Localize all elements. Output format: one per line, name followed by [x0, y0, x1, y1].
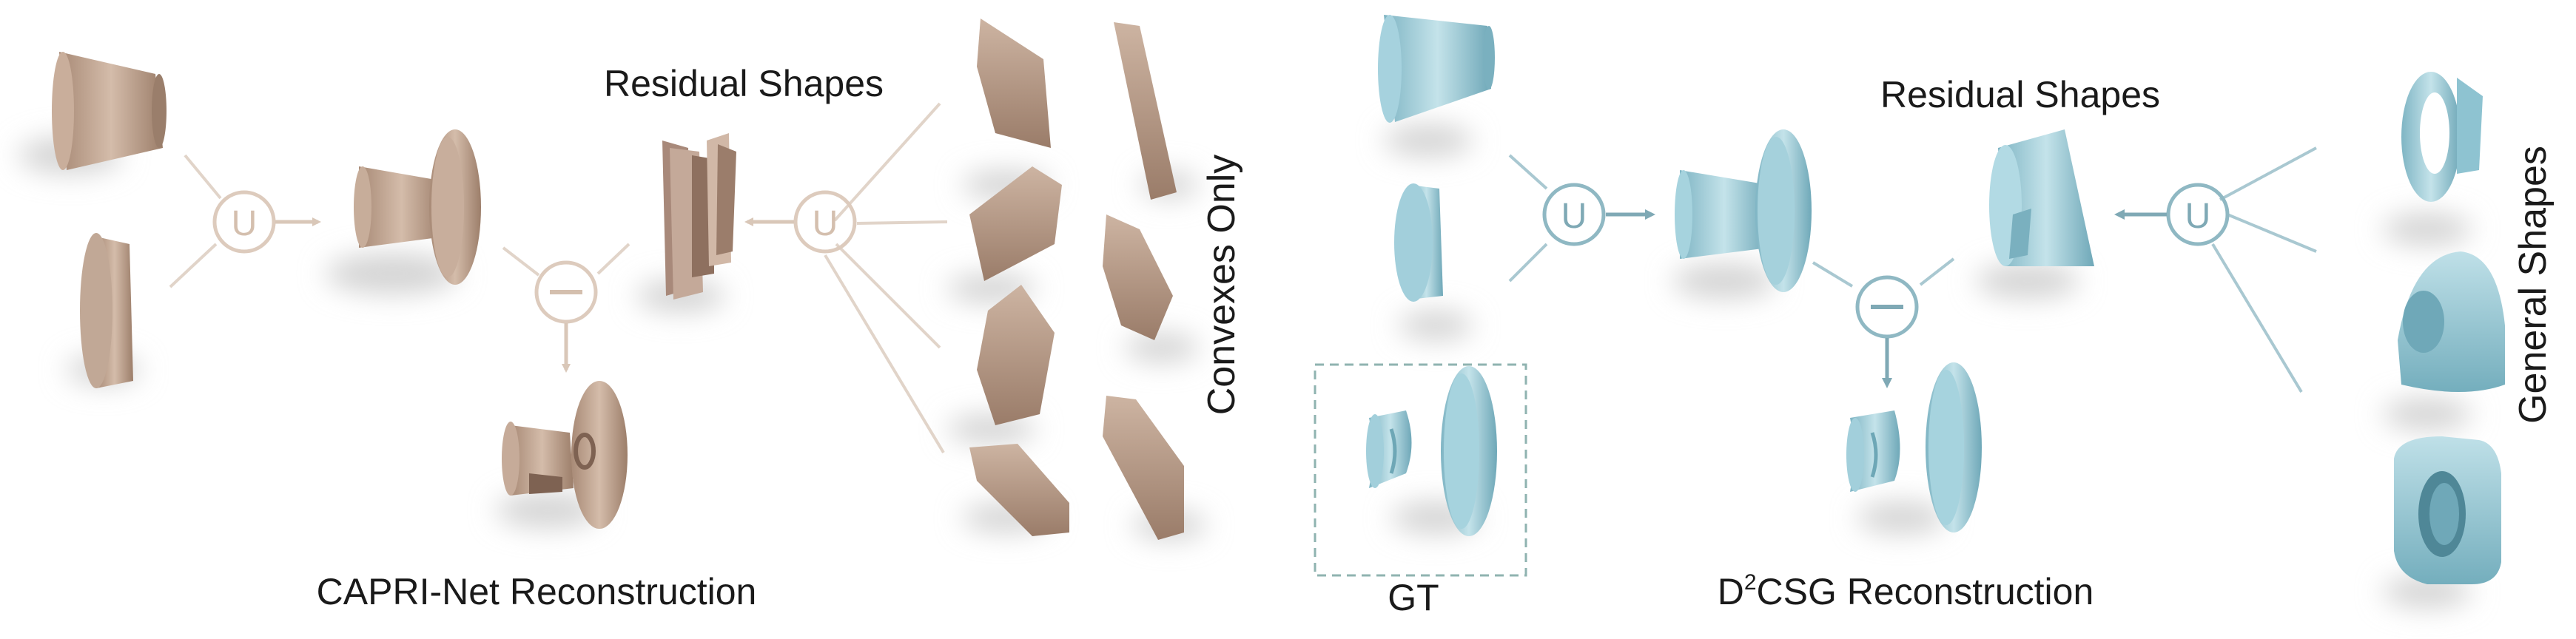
- d2csg-minus-operator: [1855, 275, 1919, 388]
- convex-primitive: [1114, 22, 1177, 200]
- capri-reconstruction-shape: [502, 381, 628, 529]
- convex-primitive: [977, 285, 1055, 425]
- d2csg-union-operator: U: [1542, 183, 1655, 246]
- d2csg-connector-lines: [1508, 146, 2317, 393]
- capri-connector-lines: [169, 102, 948, 454]
- convex-primitive: [969, 166, 1062, 281]
- capri-residual-shape: [662, 133, 736, 300]
- d2csg-panel: U U: [1314, 15, 2555, 618]
- convex-primitive: [1103, 214, 1173, 340]
- capri-primitives-label: Convexes Only: [1200, 155, 1243, 416]
- capri-union-symbol-2: U: [813, 204, 838, 243]
- d2csg-recon-suffix: CSG Reconstruction: [1757, 571, 2094, 612]
- d2csg-union-result: [1675, 129, 1812, 292]
- capri-frustum-shape: [52, 52, 167, 170]
- d2csg-recon-sup: 2: [1744, 570, 1757, 595]
- capri-panel: U U: [19, 18, 1243, 612]
- gt-shape: [1366, 366, 1497, 536]
- capri-minus-operator: [534, 260, 598, 373]
- d2csg-residual-shape: [1989, 129, 2094, 266]
- d2csg-reconstruction-label: D2CSG Reconstruction: [1718, 570, 2094, 612]
- d2csg-union-symbol-2: U: [2185, 197, 2211, 236]
- d2csg-disk-shape: [1394, 183, 1443, 302]
- gt-box: [1314, 363, 1527, 577]
- gt-label: GT: [1388, 577, 1439, 618]
- capri-disk-shape: [80, 233, 133, 388]
- capri-union-symbol: U: [232, 204, 258, 243]
- convex-primitive: [969, 444, 1069, 536]
- box-ring-primitive: [2394, 436, 2501, 584]
- d2csg-union-operator-2: U: [2114, 183, 2230, 246]
- capri-reconstruction-label: CAPRI-Net Reconstruction: [317, 571, 757, 612]
- d2csg-residual-label: Residual Shapes: [1880, 74, 2160, 115]
- d2csg-frustum-shape: [1378, 15, 1495, 123]
- capri-union-operator: U: [212, 190, 321, 254]
- convex-primitive: [977, 18, 1051, 148]
- capri-residual-label: Residual Shapes: [604, 63, 884, 104]
- capri-union-operator-2: U: [744, 190, 857, 254]
- d2csg-primitives-label: General Shapes: [2512, 146, 2555, 424]
- convex-primitive: [1103, 396, 1184, 540]
- capri-convex-primitives: [969, 18, 1184, 540]
- d2csg-union-symbol: U: [1561, 197, 1587, 236]
- d2csg-recon-prefix: D: [1718, 571, 1744, 612]
- d2csg-general-primitives: [2394, 72, 2505, 584]
- d2csg-reconstruction-shape: [1846, 362, 1982, 532]
- ring-primitive: [2401, 72, 2483, 202]
- capri-union-result: [354, 129, 481, 285]
- d2csg-shadows: [1384, 124, 2472, 608]
- dome-primitive: [2398, 251, 2505, 392]
